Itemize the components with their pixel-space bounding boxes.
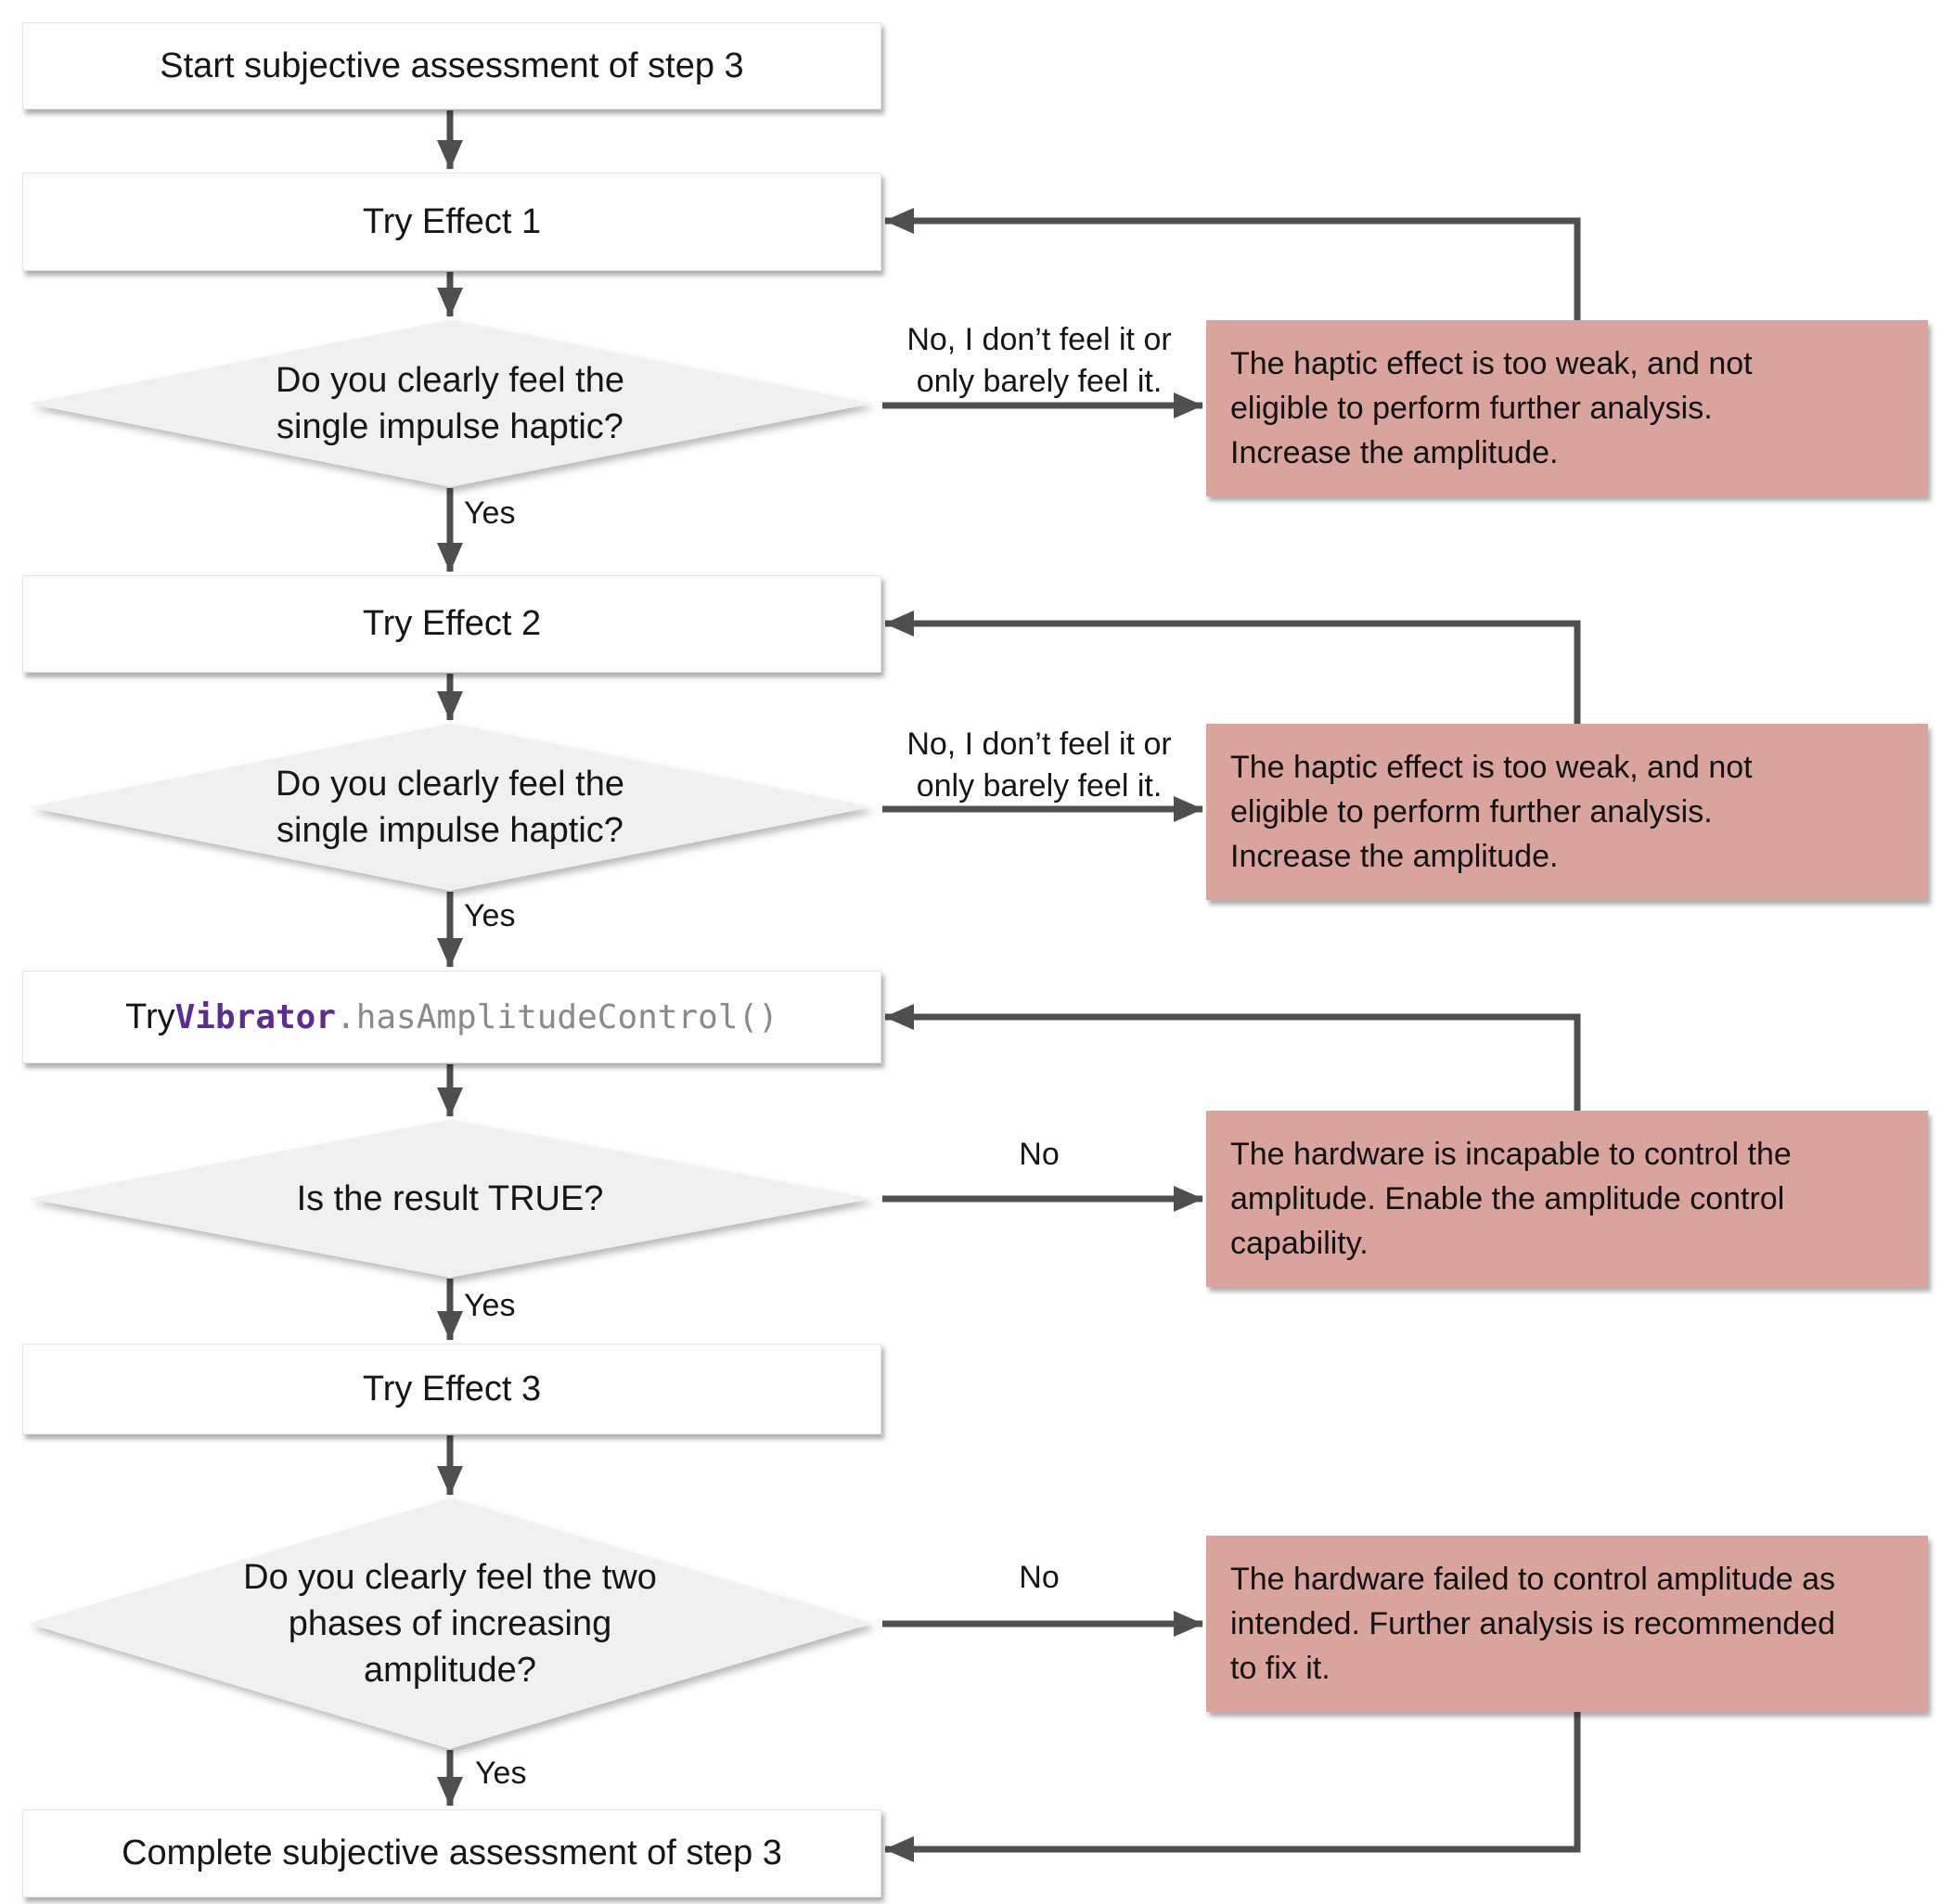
code-method-call: .hasAmplitudeControl() (336, 997, 778, 1036)
edge-label-no-feel-2: No, I don’t feel it or only barely feel … (881, 724, 1197, 807)
decision-single-impulse-1: Do you clearly feel the single impulse h… (28, 320, 872, 487)
edge-label-yes-3: Yes (464, 1288, 516, 1323)
decision-result-true: Is the result TRUE? (28, 1120, 872, 1278)
error-box-too-weak-1: The haptic effect is too weak, and not e… (1206, 320, 1928, 496)
error-incapable-line2: amplitude. Enable the amplitude control (1230, 1180, 1785, 1216)
error-incapable-line1: The hardware is incapable to control the (1230, 1136, 1792, 1172)
error-incapable-line3: capability. (1230, 1226, 1369, 1262)
error-too-weak-2-line1: The haptic effect is too weak, and not (1230, 749, 1753, 785)
edge-feedback-weak1-to-try1 (884, 208, 1581, 320)
edge-label-yes-2: Yes (464, 898, 516, 933)
decision-single-impulse-1-line2: single impulse haptic? (276, 407, 623, 446)
edge-label-no-feel-2-line2: only barely feel it. (916, 767, 1163, 804)
decision-result-true-label: Is the result TRUE? (296, 1178, 604, 1218)
node-try-effect-1: Try Effect 1 (22, 173, 881, 271)
edge-label-no-feel-2-line1: No, I don’t feel it or (906, 727, 1172, 762)
error-box-failed-control: The hardware failed to control amplitude… (1206, 1536, 1928, 1712)
edge-label-no-feel-1-line2: only barely feel it. (916, 363, 1163, 399)
decision-single-impulse-1-line1: Do you clearly feel the (276, 360, 624, 400)
decision-single-impulse-2: Do you clearly feel the single impulse h… (28, 724, 872, 891)
decision-single-impulse-2-line2: single impulse haptic? (276, 811, 623, 850)
edge-label-yes-1: Yes (464, 495, 516, 531)
error-too-weak-1-line2: eligible to perform further analysis. (1230, 390, 1713, 426)
error-too-weak-1-line1: The haptic effect is too weak, and not (1230, 345, 1753, 381)
node-has-amplitude-control: Try Vibrator.hasAmplitudeControl() (22, 971, 881, 1063)
edge-feedback-incapable-to-code (884, 1004, 1581, 1111)
decision-two-phases-line2: phases of increasing (288, 1603, 612, 1643)
node-complete: Complete subjective assessment of step 3 (22, 1809, 881, 1898)
decision-two-phases-line3: amplitude? (364, 1651, 536, 1691)
error-failed-line2: intended. Further analysis is recommende… (1230, 1605, 1835, 1641)
error-too-weak-2-line2: eligible to perform further analysis. (1230, 793, 1713, 830)
edge-label-no-3: No (1019, 1137, 1060, 1172)
edge-label-no-4: No (1019, 1560, 1060, 1595)
edge-failed-to-complete (884, 1712, 1581, 1862)
node-start: Start subjective assessment of step 3 (22, 22, 881, 109)
edge-label-no-feel-1: No, I don’t feel it or only barely feel … (881, 319, 1197, 403)
error-box-incapable: The hardware is incapable to control the… (1206, 1111, 1928, 1287)
error-box-too-weak-2: The haptic effect is too weak, and not e… (1206, 724, 1928, 900)
error-failed-line3: to fix it. (1230, 1651, 1330, 1687)
code-prefix: Try (125, 997, 175, 1036)
node-try-effect-2: Try Effect 2 (22, 575, 881, 673)
code-keyword-vibrator: Vibrator (174, 997, 337, 1036)
edge-label-yes-4: Yes (475, 1756, 527, 1791)
decision-two-phases: Do you clearly feel the two phases of in… (28, 1499, 872, 1749)
decision-two-phases-line1: Do you clearly feel the two (243, 1557, 657, 1597)
error-too-weak-2-line3: Increase the amplitude. (1230, 839, 1559, 875)
node-try-effect-3: Try Effect 3 (22, 1344, 881, 1434)
error-too-weak-1-line3: Increase the amplitude. (1230, 435, 1559, 471)
edge-label-no-feel-1-line1: No, I don’t feel it or (906, 322, 1172, 357)
error-failed-line1: The hardware failed to control amplitude… (1230, 1561, 1836, 1597)
edge-feedback-weak2-to-try2 (884, 611, 1581, 724)
decision-single-impulse-2-line1: Do you clearly feel the (276, 764, 624, 804)
